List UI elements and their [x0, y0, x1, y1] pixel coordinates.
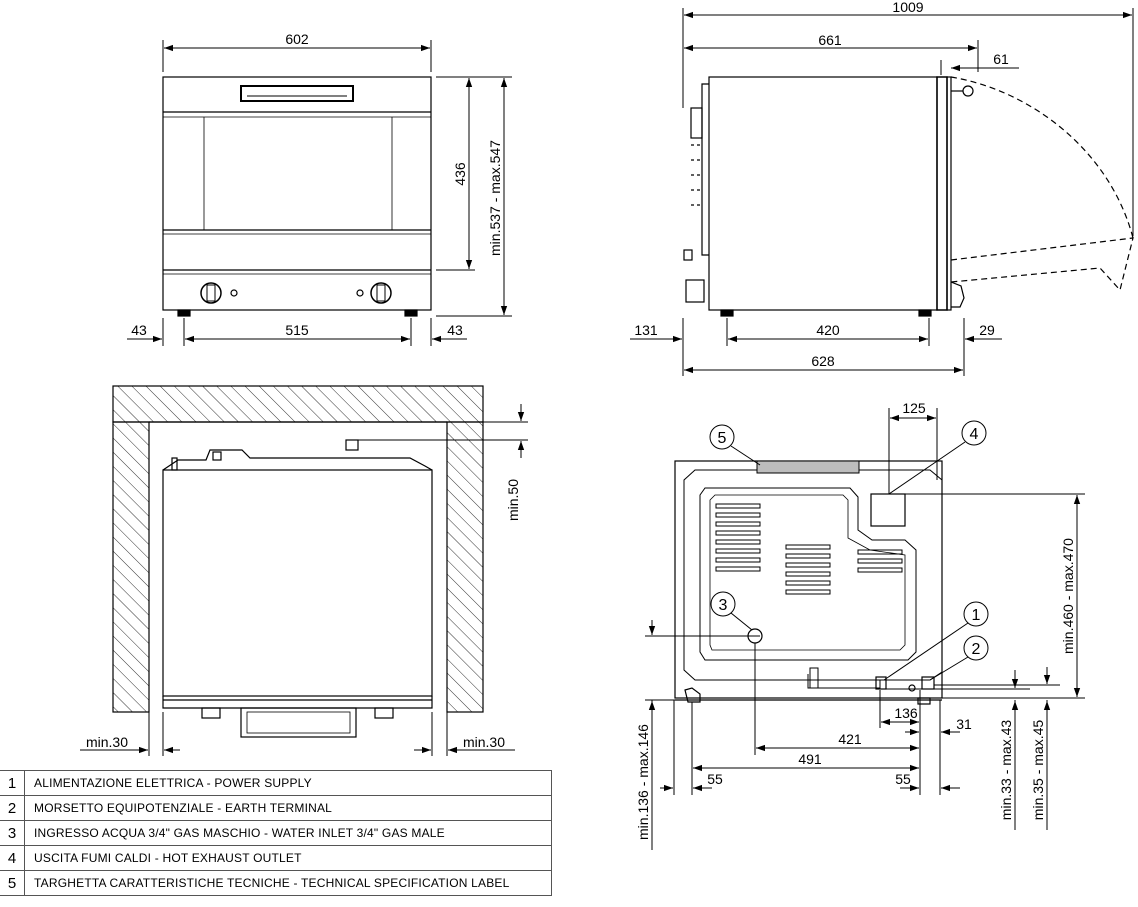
- front-total-height-label: min.537 - max.547: [487, 140, 503, 256]
- front-width-label: 602: [285, 31, 309, 47]
- side-total-door-open-label: 1009: [892, 0, 923, 15]
- callout-3-circle: [710, 591, 736, 617]
- side-rear-overhang-label: 131: [634, 322, 658, 338]
- legend-row: 5 TARGHETTA CARATTERISTICHE TECNICHE - T…: [0, 870, 552, 896]
- callout-1: 1: [972, 607, 981, 624]
- top-dimensions: [80, 404, 528, 756]
- callout-4: 4: [970, 426, 979, 443]
- legend-number: 5: [0, 870, 25, 896]
- side-depth-label: 661: [818, 32, 842, 48]
- legend-table: 1 ALIMENTAZIONE ELETTRICA - POWER SUPPLY…: [0, 770, 552, 896]
- door-hinge-icon: [962, 85, 974, 97]
- vent-slots-right: [857, 549, 903, 573]
- legend-text: MORSETTO EQUIPOTENZIALE - EARTH TERMINAL: [24, 795, 552, 821]
- legend-row: 3 INGRESSO ACQUA 3/4" GAS MASCHIO - WATE…: [0, 820, 552, 846]
- legend-number: 4: [0, 845, 25, 871]
- front-left-margin-label: 43: [131, 322, 147, 338]
- callout-4-circle: [961, 420, 987, 446]
- front-view: [162, 76, 432, 317]
- vent-slots-center: [785, 544, 831, 595]
- rear-earth-offset-label: 31: [956, 716, 972, 732]
- rear-water-inlet-height-label: min.136 - max.146: [635, 724, 651, 840]
- side-dimensions: [630, 8, 1134, 376]
- top-view: [112, 385, 484, 738]
- rear-earth-height-label: min.35 - max.45: [1030, 720, 1046, 821]
- callout-markers: [709, 420, 989, 681]
- side-door-offset-label: 61: [993, 51, 1009, 67]
- rear-exhaust-height-label: min.460 - max.470: [1060, 538, 1076, 654]
- legend-number: 2: [0, 795, 25, 821]
- rear-right-foot-label: 55: [895, 771, 911, 787]
- callout-5: 5: [718, 430, 727, 447]
- callout-3: 3: [719, 597, 728, 614]
- front-right-margin-label: 43: [447, 322, 463, 338]
- right-knob-icon: [370, 282, 392, 304]
- front-feet-span-label: 515: [285, 322, 309, 338]
- power-supply-connector: [875, 676, 887, 690]
- rear-dimensions: [645, 408, 1085, 850]
- rear-left-foot-label: 55: [707, 771, 723, 787]
- rear-view: [674, 460, 943, 705]
- front-height-label: 436: [452, 162, 468, 186]
- top-left-clearance-label: min.30: [86, 734, 128, 750]
- side-view: [683, 76, 1134, 317]
- legend-number: 3: [0, 820, 25, 846]
- legend-row: 1 ALIMENTAZIONE ELETTRICA - POWER SUPPLY: [0, 770, 552, 796]
- side-front-overhang-label: 29: [979, 322, 995, 338]
- rear-supply-height-label: min.33 - max.43: [998, 720, 1014, 821]
- left-knob-icon: [200, 282, 222, 304]
- callout-5-circle: [709, 424, 735, 450]
- rear-foot-span-label: 491: [798, 751, 822, 767]
- top-right-clearance-label: min.30: [463, 734, 505, 750]
- side-body-depth-label: 628: [811, 353, 835, 369]
- legend-text: TARGHETTA CARATTERISTICHE TECNICHE - TEC…: [24, 870, 552, 896]
- legend-row: 2 MORSETTO EQUIPOTENZIALE - EARTH TERMIN…: [0, 795, 552, 821]
- rear-supply-offset-label: 136: [894, 705, 918, 721]
- legend-row: 4 USCITA FUMI CALDI - HOT EXHAUST OUTLET: [0, 845, 552, 871]
- callout-2: 2: [972, 641, 981, 658]
- legend-text: ALIMENTAZIONE ELETTRICA - POWER SUPPLY: [24, 770, 552, 796]
- legend-text: INGRESSO ACQUA 3/4" GAS MASCHIO - WATER …: [24, 820, 552, 846]
- exhaust-outlet: [870, 493, 906, 527]
- rear-exhaust-offset-label: 125: [902, 400, 926, 416]
- door-swing-arc: [950, 76, 1134, 239]
- legend-number: 1: [0, 770, 25, 796]
- callout-2-circle: [963, 635, 989, 661]
- legend-text: USCITA FUMI CALDI - HOT EXHAUST OUTLET: [24, 845, 552, 871]
- top-rear-clearance-label: min.50: [505, 479, 521, 521]
- spec-label-plate: [756, 460, 860, 474]
- vent-slots-left: [715, 503, 761, 572]
- rear-inlet-to-right-label: 421: [838, 731, 862, 747]
- front-dimensions: [127, 40, 512, 346]
- side-feet-span-label: 420: [816, 322, 840, 338]
- callout-1-circle: [963, 601, 989, 627]
